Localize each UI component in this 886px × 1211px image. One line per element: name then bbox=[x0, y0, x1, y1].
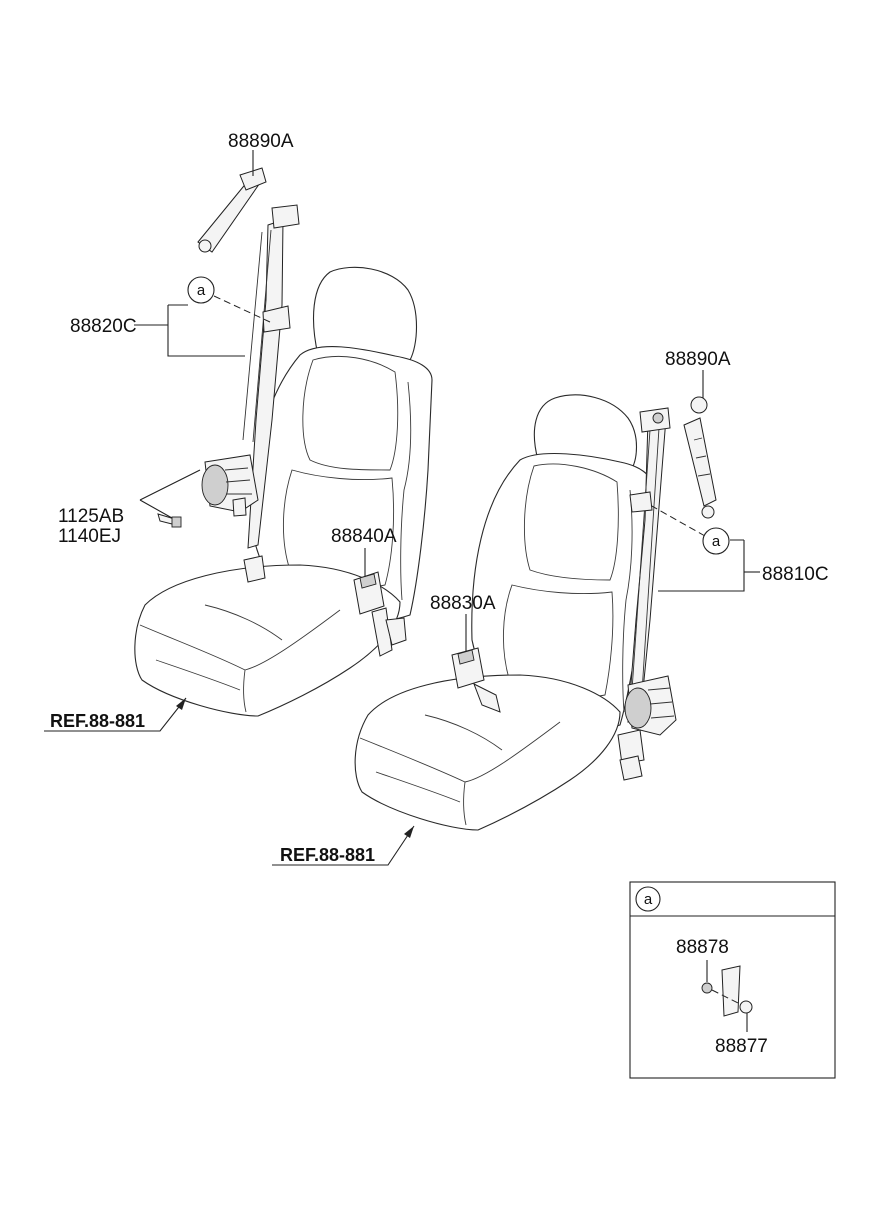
inset-callout-circle: a bbox=[635, 886, 661, 912]
right-seat-belt bbox=[451, 396, 717, 781]
label-bolt-b: 1140EJ bbox=[58, 526, 121, 547]
label-belt-right: 88810C bbox=[762, 564, 829, 585]
left-seat-belt bbox=[157, 167, 407, 657]
left-buckle-part bbox=[353, 571, 407, 657]
right-retractor-part bbox=[624, 675, 677, 736]
svg-text:a: a bbox=[197, 282, 206, 299]
label-inset-lower: 88877 bbox=[715, 1036, 768, 1057]
inset-detail-box: a 88878 88877 bbox=[629, 881, 836, 1079]
ref-label-left: REF.88-881 bbox=[50, 711, 145, 731]
label-buckle-left: 88840A bbox=[331, 526, 397, 547]
leader-lines bbox=[44, 150, 760, 866]
label-inset-upper: 88878 bbox=[676, 937, 729, 958]
left-bolt-part bbox=[157, 513, 182, 528]
label-bolt-a: 1125AB bbox=[58, 506, 124, 527]
left-retractor-part bbox=[201, 454, 259, 517]
right-anchor-plate-part bbox=[683, 396, 717, 519]
callout-circle-left: a bbox=[187, 276, 215, 304]
svg-text:a: a bbox=[712, 533, 721, 550]
right-seat bbox=[354, 394, 653, 831]
svg-text:a: a bbox=[644, 891, 653, 908]
left-anchor-plate-part bbox=[197, 167, 267, 253]
label-buckle-right: 88830A bbox=[430, 593, 496, 614]
ref-label-right: REF.88-881 bbox=[280, 845, 375, 865]
right-buckle-part bbox=[451, 647, 501, 713]
callout-circle-right: a bbox=[702, 527, 730, 555]
label-belt-left: 88820C bbox=[70, 316, 137, 337]
label-anchor-right: 88890A bbox=[665, 349, 731, 370]
label-anchor-left: 88890A bbox=[228, 131, 294, 152]
